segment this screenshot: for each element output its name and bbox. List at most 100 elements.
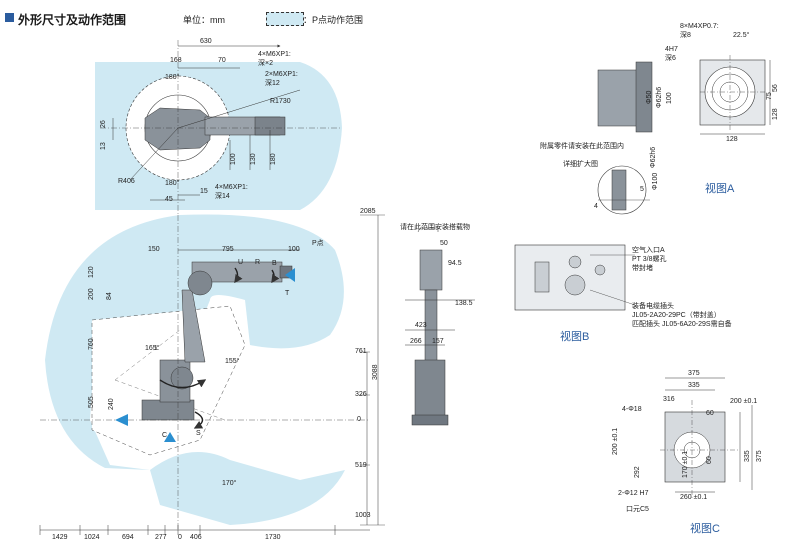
view-c bbox=[660, 377, 753, 500]
dim-13: 13 bbox=[100, 142, 107, 150]
front-view bbox=[405, 227, 475, 426]
view-b-title: 视图B bbox=[560, 331, 590, 343]
va-detail-4: 4 bbox=[594, 203, 598, 210]
vc-dim-316: 316 bbox=[663, 396, 675, 403]
height-326: 326 bbox=[355, 391, 367, 398]
dim-15: 15 bbox=[200, 188, 208, 195]
va-attach-note: 附属零件请安装在此范围内 bbox=[540, 143, 624, 150]
dim-180: 180 bbox=[270, 153, 277, 165]
dim-100: 100 bbox=[230, 153, 237, 165]
vc-dim-375-v: 375 bbox=[756, 450, 763, 462]
legend-swatch bbox=[266, 12, 304, 26]
dim-50-front: 50 bbox=[440, 240, 448, 247]
title-marker bbox=[5, 13, 14, 22]
vc-dim-200-top: 200 ±0.1 bbox=[730, 398, 758, 405]
va-dim-75: 75 bbox=[766, 92, 773, 100]
dim-423: 423 bbox=[415, 322, 427, 329]
va-dim-56: 56 bbox=[772, 84, 779, 92]
view-c-title: 视图C bbox=[690, 523, 720, 535]
dim-157: 157 bbox=[432, 338, 444, 345]
height-3088: 3088 bbox=[372, 364, 379, 380]
dim-760: 760 bbox=[88, 338, 95, 350]
dim-266: 266 bbox=[410, 338, 422, 345]
va-detail-dia-100: Φ100 bbox=[652, 172, 659, 190]
p-point-label: P点 bbox=[312, 240, 324, 247]
side-range-region bbox=[45, 214, 345, 525]
vc-hole-18: 4-Φ18 bbox=[622, 406, 642, 413]
dim-505: 505 bbox=[88, 396, 95, 408]
payload-note: 请在此范围安装搭载物 bbox=[400, 224, 470, 231]
vb-connector-note: 装备电缆插头 JL05-2A20-29PC（带封盖） 匹配插头 JL05-6A2… bbox=[632, 303, 732, 328]
axis-t: T bbox=[285, 290, 290, 297]
va-detail-label: 详细扩大图 bbox=[563, 161, 598, 168]
dim-138-5: 138.5 bbox=[455, 300, 473, 307]
dim-120: 120 bbox=[88, 266, 95, 278]
dim-26: 26 bbox=[100, 120, 107, 128]
legend-label: ：P点动作范围 bbox=[303, 15, 364, 25]
axis-l: L bbox=[155, 345, 159, 352]
height-0: 0 bbox=[357, 416, 361, 423]
dim-84: 84 bbox=[106, 292, 113, 300]
vc-pin-12: 2-Φ12 H7 bbox=[618, 490, 649, 497]
vc-dim-292: 292 bbox=[634, 466, 641, 478]
xdim-1024: 1024 bbox=[84, 534, 100, 541]
vc-dim-260: 260 ±0.1 bbox=[680, 494, 708, 501]
xdim-694: 694 bbox=[122, 534, 134, 541]
axis-r: R bbox=[255, 259, 261, 266]
angle-155: 155° bbox=[225, 358, 240, 365]
note-m6-x2: 4×M6XP1: 深×2 bbox=[258, 51, 291, 67]
vc-dim-375: 375 bbox=[688, 370, 700, 377]
page-title: 外形尺寸及动作范围 bbox=[18, 13, 127, 27]
angle-180-bottom: 180° bbox=[165, 180, 180, 187]
vc-dim-335-v: 335 bbox=[744, 450, 751, 462]
axis-c: C bbox=[162, 432, 168, 439]
va-dia-62: Φ62h6 bbox=[656, 86, 663, 108]
va-detail-5: 5 bbox=[640, 186, 644, 193]
unit-label: 单位：mm bbox=[183, 15, 225, 25]
height-761: 761 bbox=[355, 348, 367, 355]
height-519: 519 bbox=[355, 462, 367, 469]
vc-dim-60-v: 60 bbox=[706, 456, 713, 464]
axis-u: U bbox=[238, 259, 244, 266]
dim-150: 150 bbox=[148, 246, 160, 253]
dim-240: 240 bbox=[108, 398, 115, 410]
va-note-4h7: 4H7 深6 bbox=[665, 46, 678, 62]
radius-1730: R1730 bbox=[270, 98, 291, 105]
vc-dim-60: 60 bbox=[706, 410, 714, 417]
angle-170: 170° bbox=[222, 480, 237, 487]
view-b bbox=[514, 244, 636, 311]
robot-side-body bbox=[141, 261, 293, 421]
vc-c5: 口元C5 bbox=[626, 506, 649, 513]
xdim-1429: 1429 bbox=[52, 534, 68, 541]
xdim-277: 277 bbox=[155, 534, 167, 541]
angle-180-top: 180° bbox=[165, 74, 180, 81]
height-2085: 2085 bbox=[360, 208, 376, 215]
xdim-0: 0 bbox=[178, 534, 182, 541]
va-dia-50: Φ50 bbox=[646, 90, 653, 104]
va-dim-100: 100 bbox=[666, 92, 673, 104]
dim-130: 130 bbox=[250, 153, 257, 165]
dim-200-side: 200 bbox=[88, 288, 95, 300]
axis-b: B bbox=[272, 260, 277, 267]
radius-406: R406 bbox=[118, 178, 135, 185]
va-detail-dia-62: Φ62h6 bbox=[650, 146, 657, 168]
angle-165: 165° bbox=[145, 345, 160, 352]
note-m6-x12: 2×M6XP1: 深12 bbox=[265, 71, 298, 87]
vc-dim-335: 335 bbox=[688, 382, 700, 389]
dim-795: 795 bbox=[222, 246, 234, 253]
dim-70: 70 bbox=[218, 57, 226, 64]
robot-top-body bbox=[144, 107, 286, 151]
top-view bbox=[95, 40, 342, 215]
dim-630: 630 bbox=[200, 38, 212, 45]
height-1003: 1003 bbox=[355, 512, 371, 519]
dim-100-side: 100 bbox=[288, 246, 300, 253]
va-angle-22-5: 22.5° bbox=[733, 32, 750, 39]
vc-dim-170: 170 ±0.1 bbox=[682, 450, 689, 478]
va-dim-128-bottom: 128 bbox=[726, 136, 738, 143]
axis-s: S bbox=[196, 430, 201, 437]
view-a-title: 视图A bbox=[705, 183, 735, 195]
vb-air-note: 空气入口A PT 3/8螺孔 带封堵 bbox=[632, 247, 667, 272]
dim-45: 45 bbox=[165, 196, 173, 203]
